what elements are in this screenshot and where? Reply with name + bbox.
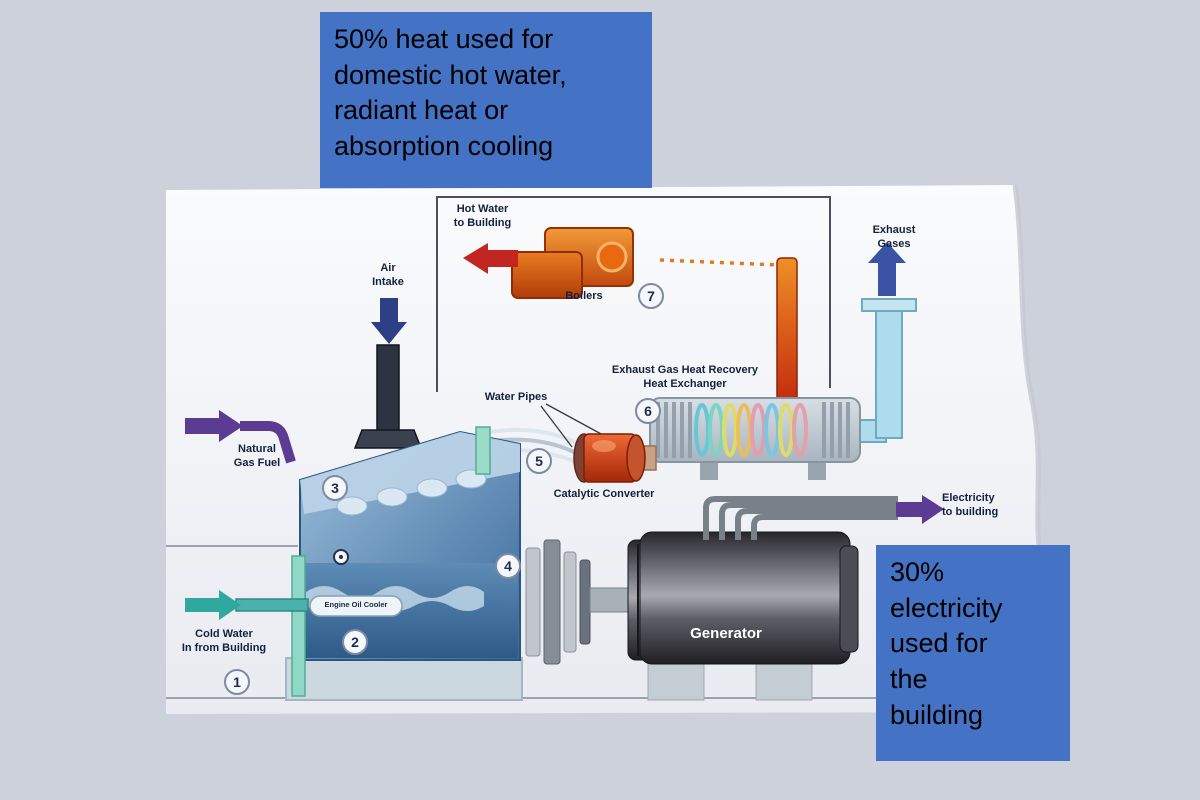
label-boilers: Boilers: [565, 290, 603, 302]
electric-conduits: [703, 496, 898, 540]
svg-text:5: 5: [535, 453, 543, 469]
label-hot-water: Hot Water to Building: [453, 203, 512, 229]
label-natural-gas: Natural Gas Fuel: [233, 443, 281, 469]
marker-6: 6: [635, 398, 661, 424]
cold-water-arrow-icon: [219, 590, 241, 620]
engine-oil-cooler: [309, 595, 403, 617]
flywheel-coupling: [525, 539, 641, 665]
svg-text:6: 6: [644, 403, 652, 419]
svg-text:4: 4: [504, 558, 512, 574]
marker-3: 3: [322, 475, 348, 501]
electricity-arrow-icon: [922, 495, 944, 524]
svg-text:7: 7: [647, 288, 655, 304]
marker-5: 5: [526, 448, 552, 474]
label-water-pipes: Water Pipes: [484, 391, 548, 403]
exhaust-stack: [845, 242, 917, 443]
hot-water-loop-line: [436, 196, 831, 392]
catalytic-converter: [573, 433, 657, 483]
svg-text:1: 1: [233, 674, 241, 690]
exhaust-arrow-icon: [868, 242, 906, 263]
label-air-intake: Air Intake: [372, 262, 404, 288]
svg-text:2: 2: [351, 634, 359, 650]
electricity-note-box: 30% electricity used for the building: [876, 545, 1070, 761]
marker-7: 7: [638, 283, 664, 309]
svg-text:3: 3: [331, 480, 339, 496]
hot-water-arrow-icon: [463, 243, 518, 274]
generator: [627, 495, 944, 701]
cold-water-inlet: [185, 590, 309, 620]
label-exhaust-gases: Exhaust Gases: [872, 224, 916, 250]
engine: [285, 426, 523, 701]
air-intake: [353, 298, 423, 449]
label-catalytic-converter: Catalytic Converter: [553, 488, 655, 500]
heat-note-box: 50% heat used for domestic hot water, ra…: [320, 12, 652, 188]
air-intake-arrow-icon: [371, 322, 407, 344]
boilers: [463, 227, 634, 299]
natural-gas-inlet: [185, 410, 296, 464]
gas-arrow-icon: [219, 410, 243, 442]
label-cold-water: Cold Water In from Building: [181, 628, 267, 654]
marker-2: 2: [342, 629, 368, 655]
heat-exchanger-coils: [694, 403, 808, 457]
label-heat-exchanger: Exhaust Gas Heat Recovery Heat Exchanger: [611, 364, 759, 390]
label-electricity: Electricity to building: [942, 492, 999, 518]
label-generator: Generator: [690, 625, 762, 642]
marker-4: 4: [495, 553, 521, 579]
label-engine-oil-cooler: Engine Oil Cooler: [324, 600, 388, 609]
marker-1: 1: [224, 669, 250, 695]
